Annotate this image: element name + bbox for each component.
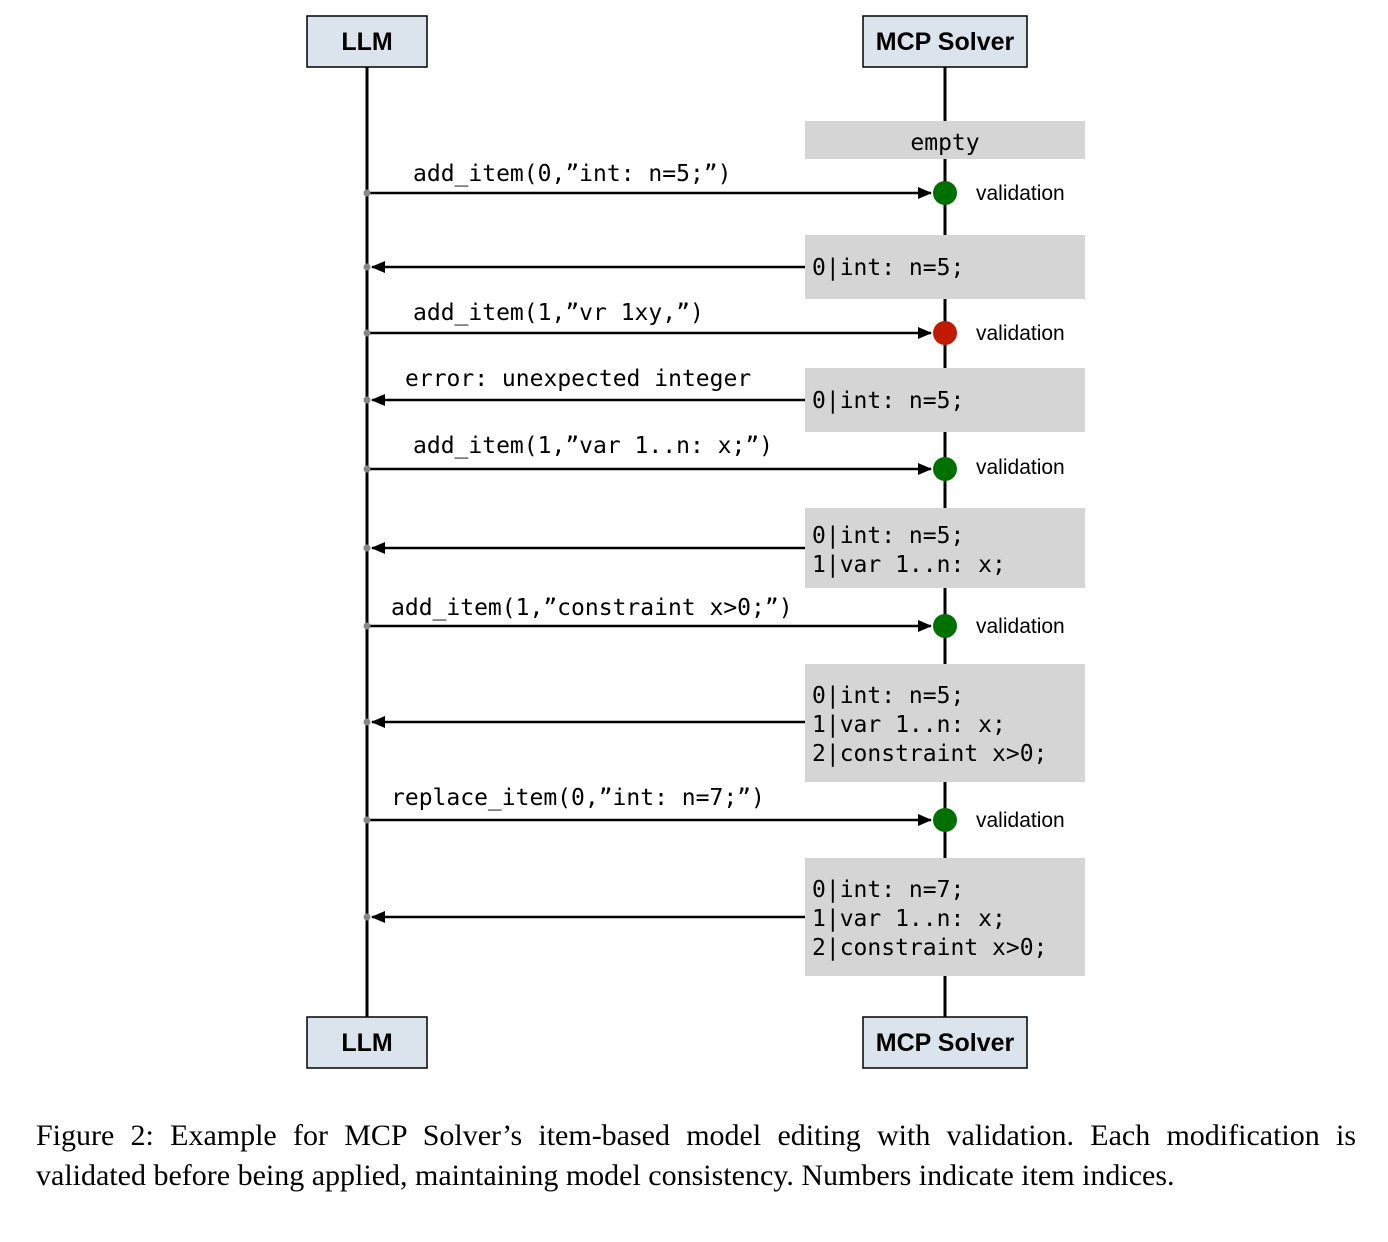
state-line: 0|int: n=7; [812, 877, 964, 903]
call-label: add_item(1,”vr 1xy,”) [413, 300, 704, 326]
request-arrow-4: add_item(1,”constraint x>0;”) [363, 595, 932, 632]
validation-marker-5: validation [933, 808, 1065, 832]
state-line: empty [910, 130, 979, 156]
validation-label: validation [976, 182, 1065, 205]
request-arrow-3: add_item(1,”var 1..n: x;”) [363, 433, 932, 475]
llm-actor-top-label: LLM [341, 28, 392, 56]
llm-actor-bottom-label: LLM [341, 1029, 392, 1057]
solver-actor-bottom: MCP Solver [862, 1016, 1028, 1069]
model-state-empty: empty [805, 121, 1085, 159]
solver-actor-bottom-label: MCP Solver [876, 1029, 1015, 1057]
response-arrow-2: error: unexpected integer [363, 366, 805, 406]
response-arrow-5 [363, 911, 805, 923]
request-arrow-5: replace_item(0,”int: n=7;”) [363, 785, 932, 826]
validation-marker-3: validation [933, 456, 1065, 481]
validation-marker-2: validation [933, 321, 1065, 345]
solver-actor-top: MCP Solver [862, 15, 1028, 68]
model-state-2: 0|int: n=5; [805, 368, 1085, 432]
state-line: 0|int: n=5; [812, 683, 964, 709]
validation-label: validation [976, 322, 1065, 345]
state-line: 2|constraint x>0; [812, 935, 1047, 961]
model-state-3: 0|int: n=5; 1|var 1..n: x; [805, 508, 1085, 588]
model-state-4: 0|int: n=5; 1|var 1..n: x; 2|constraint … [805, 664, 1085, 782]
request-arrow-1: add_item(0,”int: n=5;”) [363, 161, 932, 199]
call-label: add_item(1,”var 1..n: x;”) [413, 433, 773, 459]
state-line: 0|int: n=5; [812, 255, 964, 281]
model-state-1: 0|int: n=5; [805, 235, 1085, 299]
model-state-5: 0|int: n=7; 1|var 1..n: x; 2|constraint … [805, 858, 1085, 976]
response-arrow-1 [363, 261, 805, 273]
validation-marker-4: validation [933, 614, 1065, 638]
request-arrow-2: add_item(1,”vr 1xy,”) [363, 300, 932, 339]
figure-caption: Figure 2: Example for MCP Solver’s item-… [36, 1119, 1356, 1192]
solver-actor-top-label: MCP Solver [876, 28, 1015, 56]
llm-actor-bottom: LLM [306, 1016, 428, 1069]
response-arrow-3 [363, 542, 805, 554]
state-line: 0|int: n=5; [812, 523, 964, 549]
response-arrow-4 [363, 716, 805, 728]
call-label: replace_item(0,”int: n=7;”) [391, 785, 765, 811]
call-label: add_item(1,”constraint x>0;”) [391, 595, 793, 621]
sequence-diagram: LLM MCP Solver LLM MCP Solver empty 0|in… [306, 15, 1085, 1069]
state-line: 0|int: n=5; [812, 388, 964, 414]
validation-label: validation [976, 615, 1065, 638]
validation-label: validation [976, 456, 1065, 479]
error-message: error: unexpected integer [405, 366, 751, 392]
call-label: add_item(0,”int: n=5;”) [413, 161, 732, 187]
llm-actor-top: LLM [306, 15, 428, 68]
state-line: 1|var 1..n: x; [812, 552, 1006, 578]
validation-label: validation [976, 809, 1065, 832]
validation-marker-1: validation [933, 181, 1065, 205]
state-line: 1|var 1..n: x; [812, 712, 1006, 738]
state-line: 2|constraint x>0; [812, 741, 1047, 767]
state-line: 1|var 1..n: x; [812, 906, 1006, 932]
